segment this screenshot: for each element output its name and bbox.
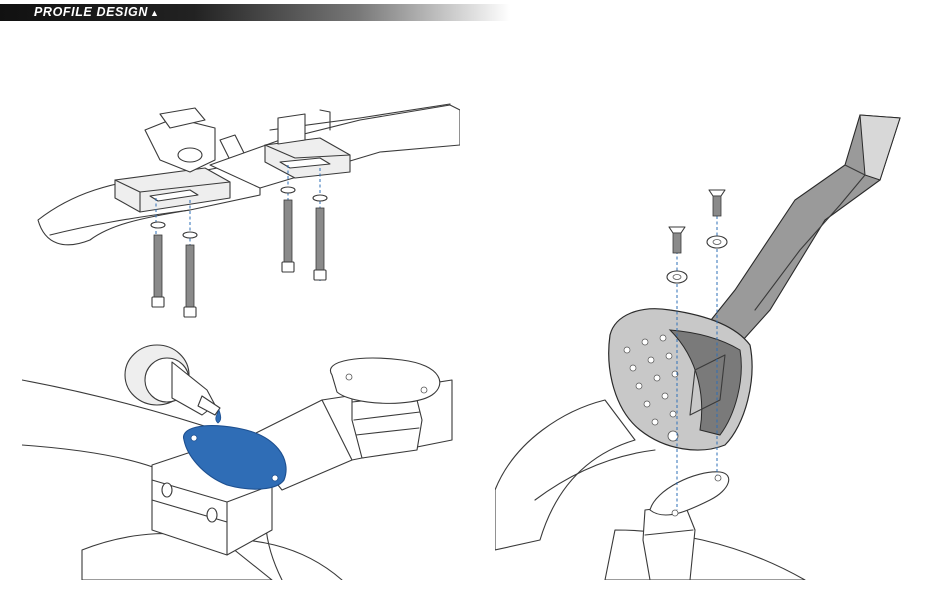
washer bbox=[281, 187, 295, 193]
brand-name: PROFILE DESIGN bbox=[34, 5, 148, 19]
header-bar: PROFILE DESIGN▲ bbox=[0, 4, 510, 21]
adhesive-application-figure bbox=[22, 340, 462, 580]
bolt bbox=[669, 227, 685, 253]
armrest-mounting-figure bbox=[495, 110, 915, 580]
bolt bbox=[314, 208, 326, 280]
washer bbox=[151, 222, 165, 228]
washer bbox=[313, 195, 327, 201]
bolt bbox=[709, 190, 725, 216]
bolt-assembly-figure bbox=[30, 100, 460, 325]
brand-mark-icon: ▲ bbox=[150, 8, 160, 19]
glue-tube-icon bbox=[125, 345, 220, 415]
washer bbox=[183, 232, 197, 238]
bolt bbox=[152, 235, 164, 307]
lower-riser bbox=[643, 505, 695, 580]
pad-mount-right bbox=[330, 358, 439, 403]
brand-logo: PROFILE DESIGN▲ bbox=[34, 7, 159, 19]
bolt bbox=[184, 245, 196, 317]
bolt bbox=[282, 200, 294, 272]
